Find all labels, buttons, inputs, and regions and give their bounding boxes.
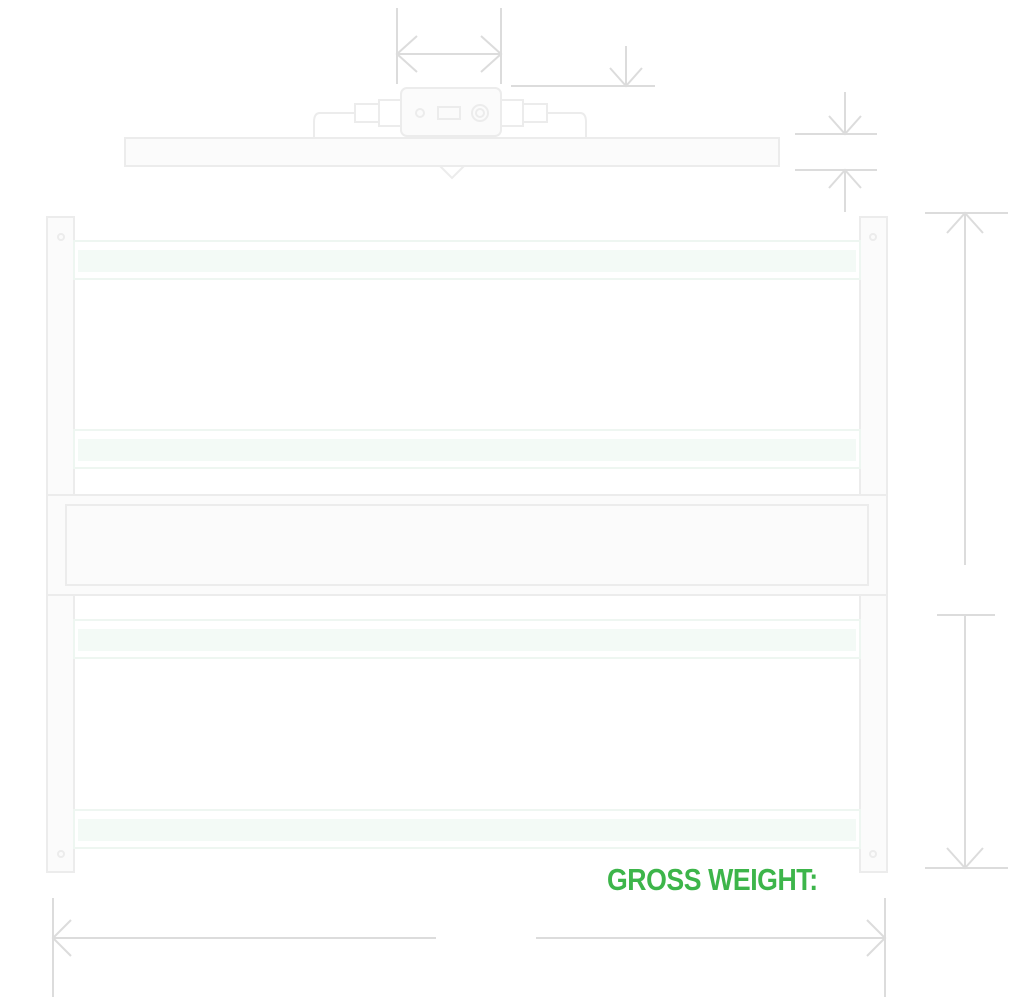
fixture-thickness-dimension: [795, 92, 877, 212]
driver-height-dimension: [511, 46, 655, 88]
light-bars: [73, 240, 861, 849]
gross-weight-label: GROSS WEIGHT:: [607, 862, 818, 897]
overall-length-dimension: [925, 211, 1008, 565]
overall-width-dimension: [51, 898, 887, 997]
cable-connectors: [313, 99, 587, 138]
side-view: [124, 8, 877, 212]
fixture-side-bar: [124, 137, 780, 167]
rail-spacing-dimension: [925, 614, 1008, 870]
center-driver-bar: [46, 494, 888, 596]
driver-width-dimension: [395, 8, 503, 84]
front-view: [46, 211, 1008, 997]
